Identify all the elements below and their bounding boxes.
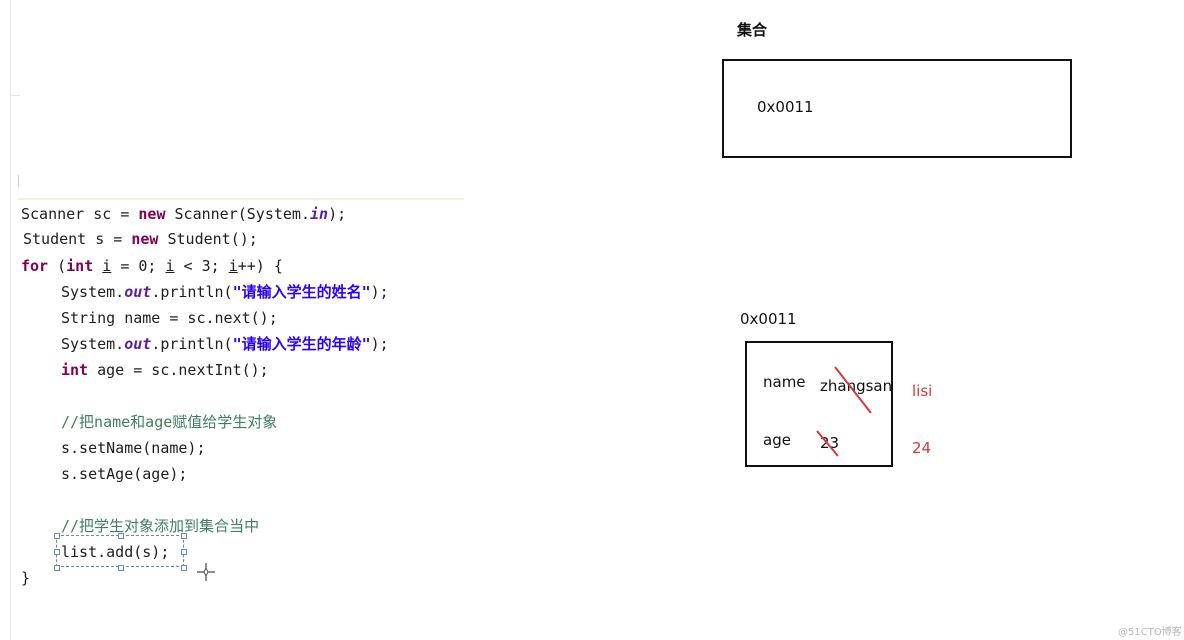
collection-box: 0x0011 bbox=[722, 59, 1072, 158]
code-close-brace: } bbox=[21, 569, 31, 587]
selection-handle[interactable] bbox=[181, 549, 187, 555]
name-field-key: name bbox=[763, 373, 806, 391]
age-old-value: 23 bbox=[820, 434, 840, 452]
student-address-label: 0x0011 bbox=[740, 310, 797, 328]
selection-handle[interactable] bbox=[54, 549, 60, 555]
gutter-tick bbox=[10, 95, 20, 96]
code-line-3: for (int i = 0; i < 3; i++) { bbox=[21, 257, 283, 275]
editor-gutter bbox=[10, 0, 11, 640]
crosshair-cursor-icon bbox=[197, 563, 215, 581]
code-editor[interactable]: Scanner sc = new Scanner(System.in); Stu… bbox=[21, 203, 389, 587]
selection-handle[interactable] bbox=[118, 565, 124, 571]
code-line-7: int age = sc.nextInt(); bbox=[61, 361, 269, 379]
age-field-key: age bbox=[763, 431, 791, 449]
editor-line-highlight bbox=[18, 198, 464, 200]
code-line-5: String name = sc.next(); bbox=[61, 309, 278, 327]
code-line-10: list.add(s); bbox=[61, 543, 170, 561]
selection-handle[interactable] bbox=[54, 565, 60, 571]
selection-handle[interactable] bbox=[181, 565, 187, 571]
watermark: @51CTO博客 bbox=[1118, 627, 1182, 638]
code-comment-2: //把学生对象添加到集合当中 bbox=[61, 517, 260, 535]
name-new-value: lisi bbox=[912, 382, 933, 400]
code-line-2: Student s = new Student(); bbox=[23, 230, 258, 248]
name-old-value: zhangsan bbox=[820, 377, 893, 395]
gutter-mark bbox=[18, 175, 19, 187]
code-line-4: System.out.println("请输入学生的姓名"); bbox=[61, 283, 389, 301]
collection-label: 集合 bbox=[737, 21, 768, 39]
selection-handle[interactable] bbox=[118, 533, 124, 539]
age-new-value: 24 bbox=[912, 439, 932, 457]
selection-handle[interactable] bbox=[181, 533, 187, 539]
code-line-1: Scanner sc = new Scanner(System.in); bbox=[21, 205, 347, 223]
code-line-6: System.out.println("请输入学生的年龄"); bbox=[61, 335, 389, 353]
code-line-9: s.setAge(age); bbox=[61, 465, 188, 483]
collection-address: 0x0011 bbox=[757, 98, 814, 116]
code-line-8: s.setName(name); bbox=[61, 439, 206, 457]
text-selection-box[interactable] bbox=[56, 535, 184, 567]
selection-handle[interactable] bbox=[54, 533, 60, 539]
student-object-box: name zhangsan age 23 bbox=[745, 341, 893, 467]
code-comment-1: //把name和age赋值给学生对象 bbox=[61, 413, 278, 431]
